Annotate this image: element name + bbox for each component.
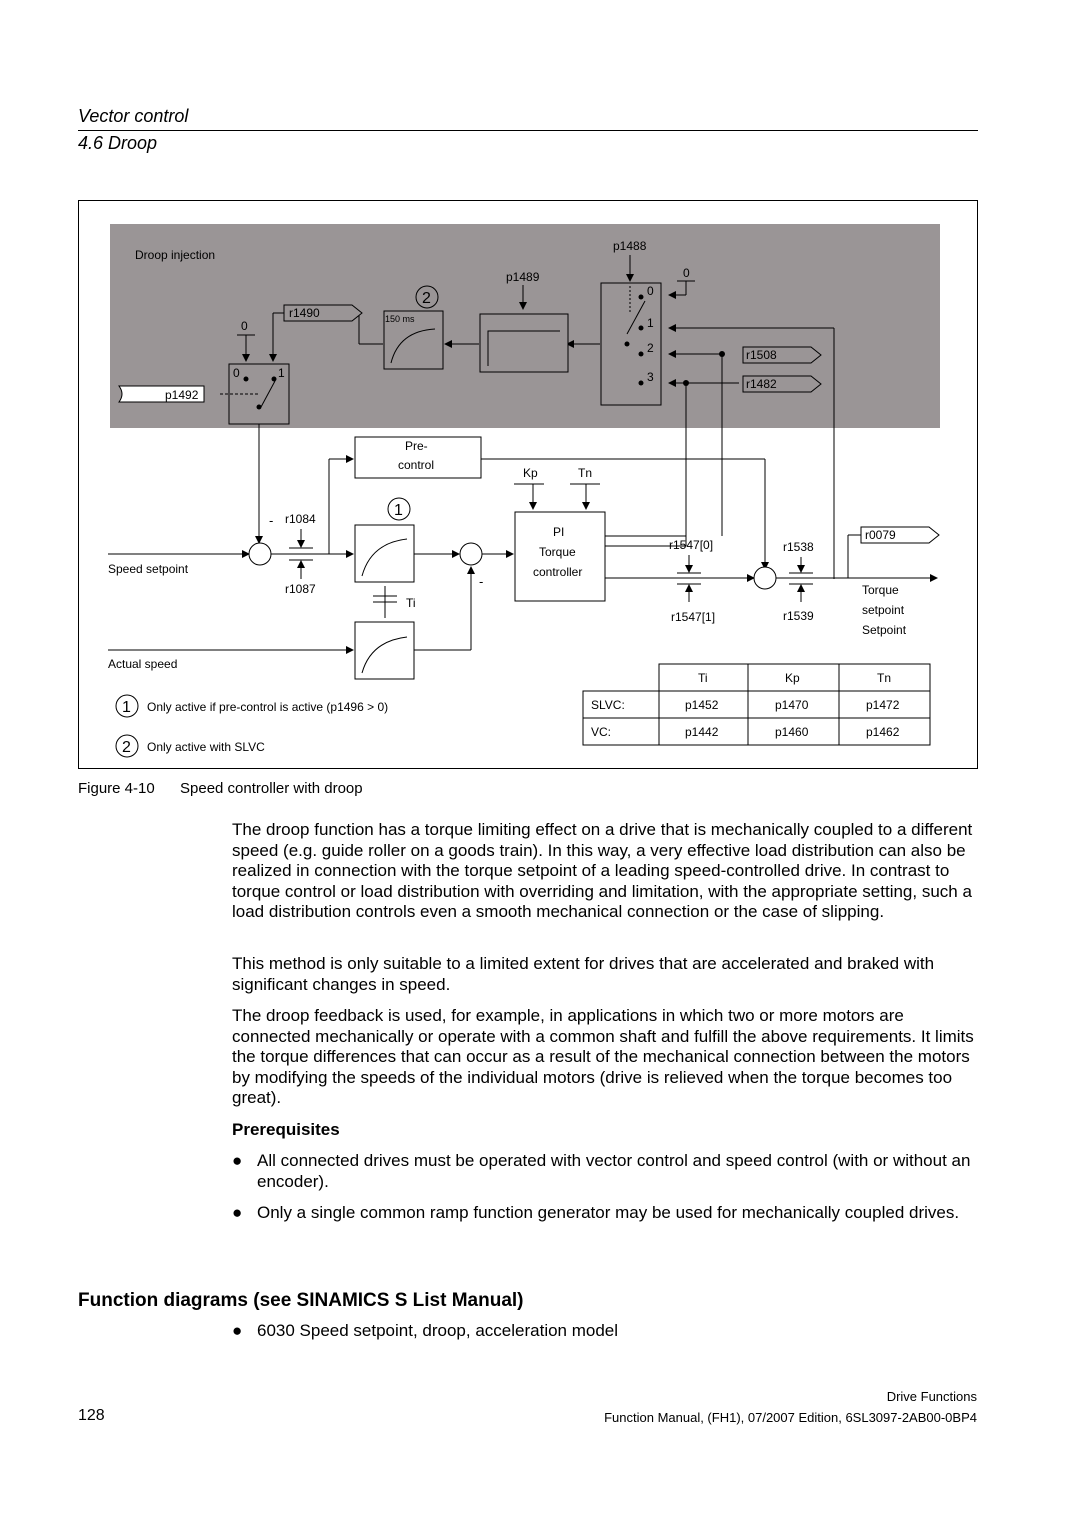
badge-2: 2 [422,290,431,307]
droop-enable-switch [228,363,290,425]
torque-setpoint-l1: Torque [862,583,899,597]
list-item-text: All connected drives must be operated wi… [257,1151,971,1191]
cell-slvc-tn: p1472 [866,698,900,712]
bullet-icon: ● [232,1203,243,1222]
r1538-label: r1538 [783,540,814,554]
parameter-table: Ti Kp Tn SLVC: p1452 p1470 p1472 VC: p14… [582,663,931,746]
paragraph-1: The droop function has a torque limiting… [232,820,973,922]
note2-text: Only active with SLVC [147,740,265,754]
figure-number: Figure 4-10 [78,780,155,797]
pi-label: PI [553,525,564,539]
minus-2: - [479,574,483,589]
cell-slvc-ti: p1452 [685,698,719,712]
actual-speed-label: Actual speed [108,657,177,671]
filter-150ms-block [383,310,444,370]
controller-label: controller [533,565,582,579]
figure-caption: Figure 4-10 Speed controller with droop [78,780,363,797]
paragraph-2: This method is only suitable to a limite… [232,954,935,994]
th-ti: Ti [698,671,708,685]
droop-gain-block [479,313,569,373]
sw-1: 1 [278,366,285,380]
sel-2: 2 [647,341,654,355]
speed-setpoint-label: Speed setpoint [108,562,189,576]
p1492-label: p1492 [165,388,199,402]
r1547-0-label: r1547[0] [669,538,713,552]
header-rule [78,130,978,131]
r1547-1-label: r1547[1] [671,610,715,624]
cell-vc-kp: p1460 [775,725,809,739]
row-vc-label: VC: [591,725,611,739]
r1084-label: r1084 [285,512,316,526]
p1489-label: p1489 [506,270,540,284]
p1488-label: p1488 [613,239,647,253]
droop-injection-label: Droop injection [135,248,215,262]
r1482-label: r1482 [746,377,777,391]
torque-setpoint-l2: setpoint [862,603,905,617]
switch-zero-label: 0 [241,319,248,333]
cell-vc-tn: p1462 [866,725,900,739]
sel-0: 0 [647,284,654,298]
kp-label: Kp [523,466,538,480]
zero-const-label: 0 [683,266,690,280]
figure-title: Speed controller with droop [180,780,363,797]
r0079-label: r0079 [865,528,896,542]
pi-torque-controller [514,511,606,602]
r1539-label: r1539 [783,609,814,623]
actual-speed-filter-block [354,621,415,680]
th-kp: Kp [785,671,800,685]
prerequisites-heading: Prerequisites [232,1120,340,1139]
ms150-label: 150 ms [385,314,415,324]
list-item-text: 6030 Speed setpoint, droop, acceleration… [257,1321,619,1340]
list-item-text: Only a single common ramp function gener… [257,1203,960,1222]
torque-setpoint-l3: Setpoint [862,623,907,637]
minus-1: - [269,513,273,528]
bullet-icon: ● [232,1151,243,1170]
page-number: 128 [78,1407,105,1424]
badge-1: 1 [394,502,403,519]
list-item: ● All connected drives must be operated … [232,1151,972,1192]
cell-vc-ti: p1442 [685,725,719,739]
selector-switch-p1488 [600,282,662,406]
bullet-icon: ● [232,1321,243,1340]
speed-ramp-block [354,524,415,583]
list-item: ● Only a single common ramp function gen… [232,1203,972,1224]
sel-3: 3 [647,370,654,384]
note1-num: 1 [122,699,131,716]
footer-edition: Function Manual, (FH1), 07/2007 Edition,… [604,1410,977,1425]
torque-label: Torque [539,545,576,559]
figure-frame: Droop injection p1488 p1489 0 0 1 2 3 r1… [78,200,978,769]
ti-label: Ti [406,596,416,610]
function-diagrams-heading: Function diagrams (see SINAMICS S List M… [78,1290,524,1311]
r1087-label: r1087 [285,582,316,596]
paragraph-3: The droop feedback is used, for example,… [232,1006,974,1108]
subsection-title: 4.6 Droop [78,133,158,153]
tn-label: Tn [578,466,592,480]
speed-controller-diagram: Droop injection p1488 p1489 0 0 1 2 3 r1… [108,224,940,758]
note2-num: 2 [122,739,131,756]
cell-slvc-kp: p1470 [775,698,809,712]
speed-error-junction [459,542,483,566]
note1-text: Only active if pre-control is active (p1… [147,700,388,714]
sel-1: 1 [647,316,654,330]
row-slvc-label: SLVC: [591,698,625,712]
torque-summing-junction [753,566,777,590]
pre-label: Pre- [405,439,428,453]
th-tn: Tn [877,671,891,685]
setpoint-summing-junction [248,542,272,566]
r1490-label: r1490 [289,306,320,320]
footer-title: Drive Functions [886,1389,977,1404]
sw-0: 0 [233,366,240,380]
control-label: control [398,458,434,472]
pre-control-block [354,436,482,479]
list-item: ● 6030 Speed setpoint, droop, accelerati… [232,1321,972,1342]
section-title: Vector control [78,106,189,126]
r1508-label: r1508 [746,348,777,362]
